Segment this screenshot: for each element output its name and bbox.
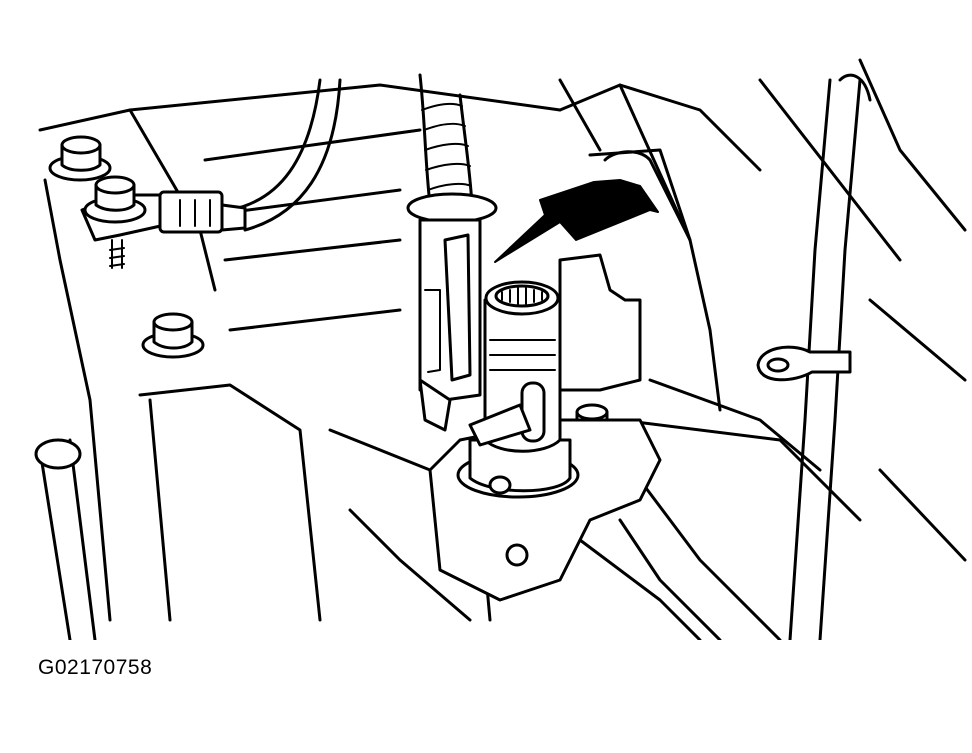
bolt-strap — [83, 175, 147, 269]
sensor-base-bracket — [428, 418, 662, 602]
harness-connector-plug — [406, 73, 498, 432]
figure-id-label: G02170758 — [38, 656, 153, 679]
vertical-wiring-harness — [756, 73, 872, 640]
transmission-housing — [38, 58, 967, 640]
bolt-middle-left — [141, 312, 205, 359]
black-arrow-icon — [494, 150, 692, 263]
sensor-socket — [484, 280, 560, 316]
transmission-sensor-illustration — [34, 58, 967, 640]
bolt-top-left — [48, 135, 112, 182]
sensor-body — [468, 253, 642, 453]
left-rod — [34, 438, 97, 640]
